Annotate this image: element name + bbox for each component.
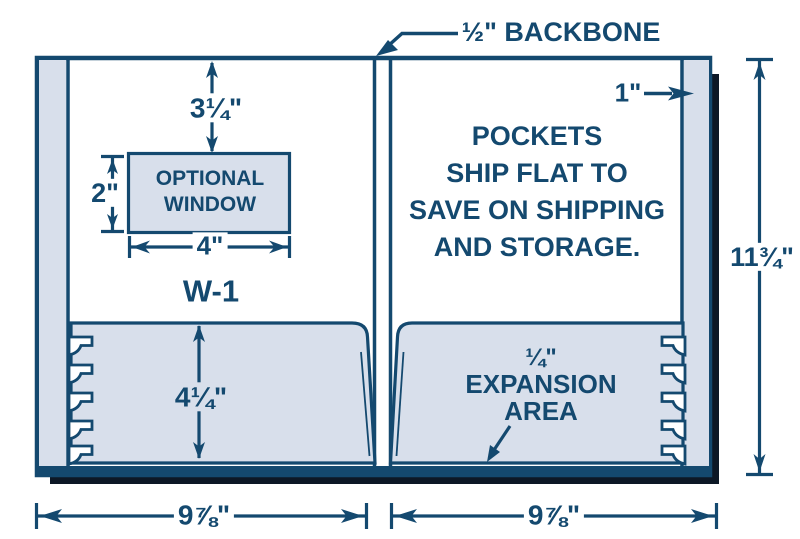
optional-window-line1: OPTIONAL bbox=[155, 167, 265, 190]
expansion-leader bbox=[487, 425, 512, 462]
shadow-bottom bbox=[50, 477, 719, 484]
pockets-note-line4: AND STORAGE. bbox=[433, 232, 641, 262]
backbone-leader bbox=[376, 31, 458, 56]
pockets-note-line2: SHIP FLAT TO bbox=[446, 158, 628, 188]
expansion-line2: AREA bbox=[504, 396, 578, 426]
expansion-line1: EXPANSION bbox=[465, 369, 617, 399]
right-pocket bbox=[388, 321, 685, 465]
style-code-label: W-1 bbox=[182, 273, 240, 309]
right-pocket-serrations bbox=[660, 335, 687, 466]
left-pocket-fold-shadow bbox=[360, 351, 371, 457]
dim-label-right-panel-width: 9⅞" bbox=[523, 500, 585, 530]
optional-window-line2: WINDOW bbox=[163, 193, 257, 216]
right-pocket-fold-shadow bbox=[395, 351, 405, 457]
shadow-right bbox=[712, 74, 719, 484]
bottom-edge-bar bbox=[35, 466, 712, 477]
left-spine-strip bbox=[39, 60, 66, 468]
tab-width-leader bbox=[644, 86, 694, 101]
pockets-note: POCKETS SHIP FLAT TO SAVE ON SHIPPING AN… bbox=[409, 118, 665, 266]
expansion-area-label: ¼" EXPANSION AREA bbox=[465, 344, 616, 425]
dim-label-window-height: 2" bbox=[87, 178, 123, 207]
pockets-note-line1: POCKETS bbox=[471, 121, 603, 151]
optional-window-label: OPTIONAL WINDOW bbox=[156, 166, 265, 218]
dim-label-pocket-height: 4¼" bbox=[170, 382, 232, 412]
dim-label-window-offset: 3¼" bbox=[185, 93, 247, 123]
pockets-note-line3: SAVE ON SHIPPING bbox=[408, 195, 666, 225]
backbone-arrowhead bbox=[376, 40, 398, 56]
dim-label-window-width: 4" bbox=[192, 232, 228, 260]
right-spine-strip bbox=[684, 60, 709, 468]
dim-label-tab-width: 1" bbox=[614, 77, 642, 108]
expansion-arrowhead bbox=[487, 445, 500, 462]
left-pocket-serrations bbox=[67, 335, 94, 466]
backbone-label: ½" BACKBONE bbox=[461, 16, 661, 47]
dim-label-folder-height: 11¾" bbox=[726, 242, 798, 271]
dim-label-left-panel-width: 9⅞" bbox=[173, 500, 235, 530]
tab-arrowhead bbox=[668, 86, 694, 101]
expansion-depth: ¼" bbox=[525, 344, 557, 371]
optional-window-box bbox=[126, 151, 292, 235]
